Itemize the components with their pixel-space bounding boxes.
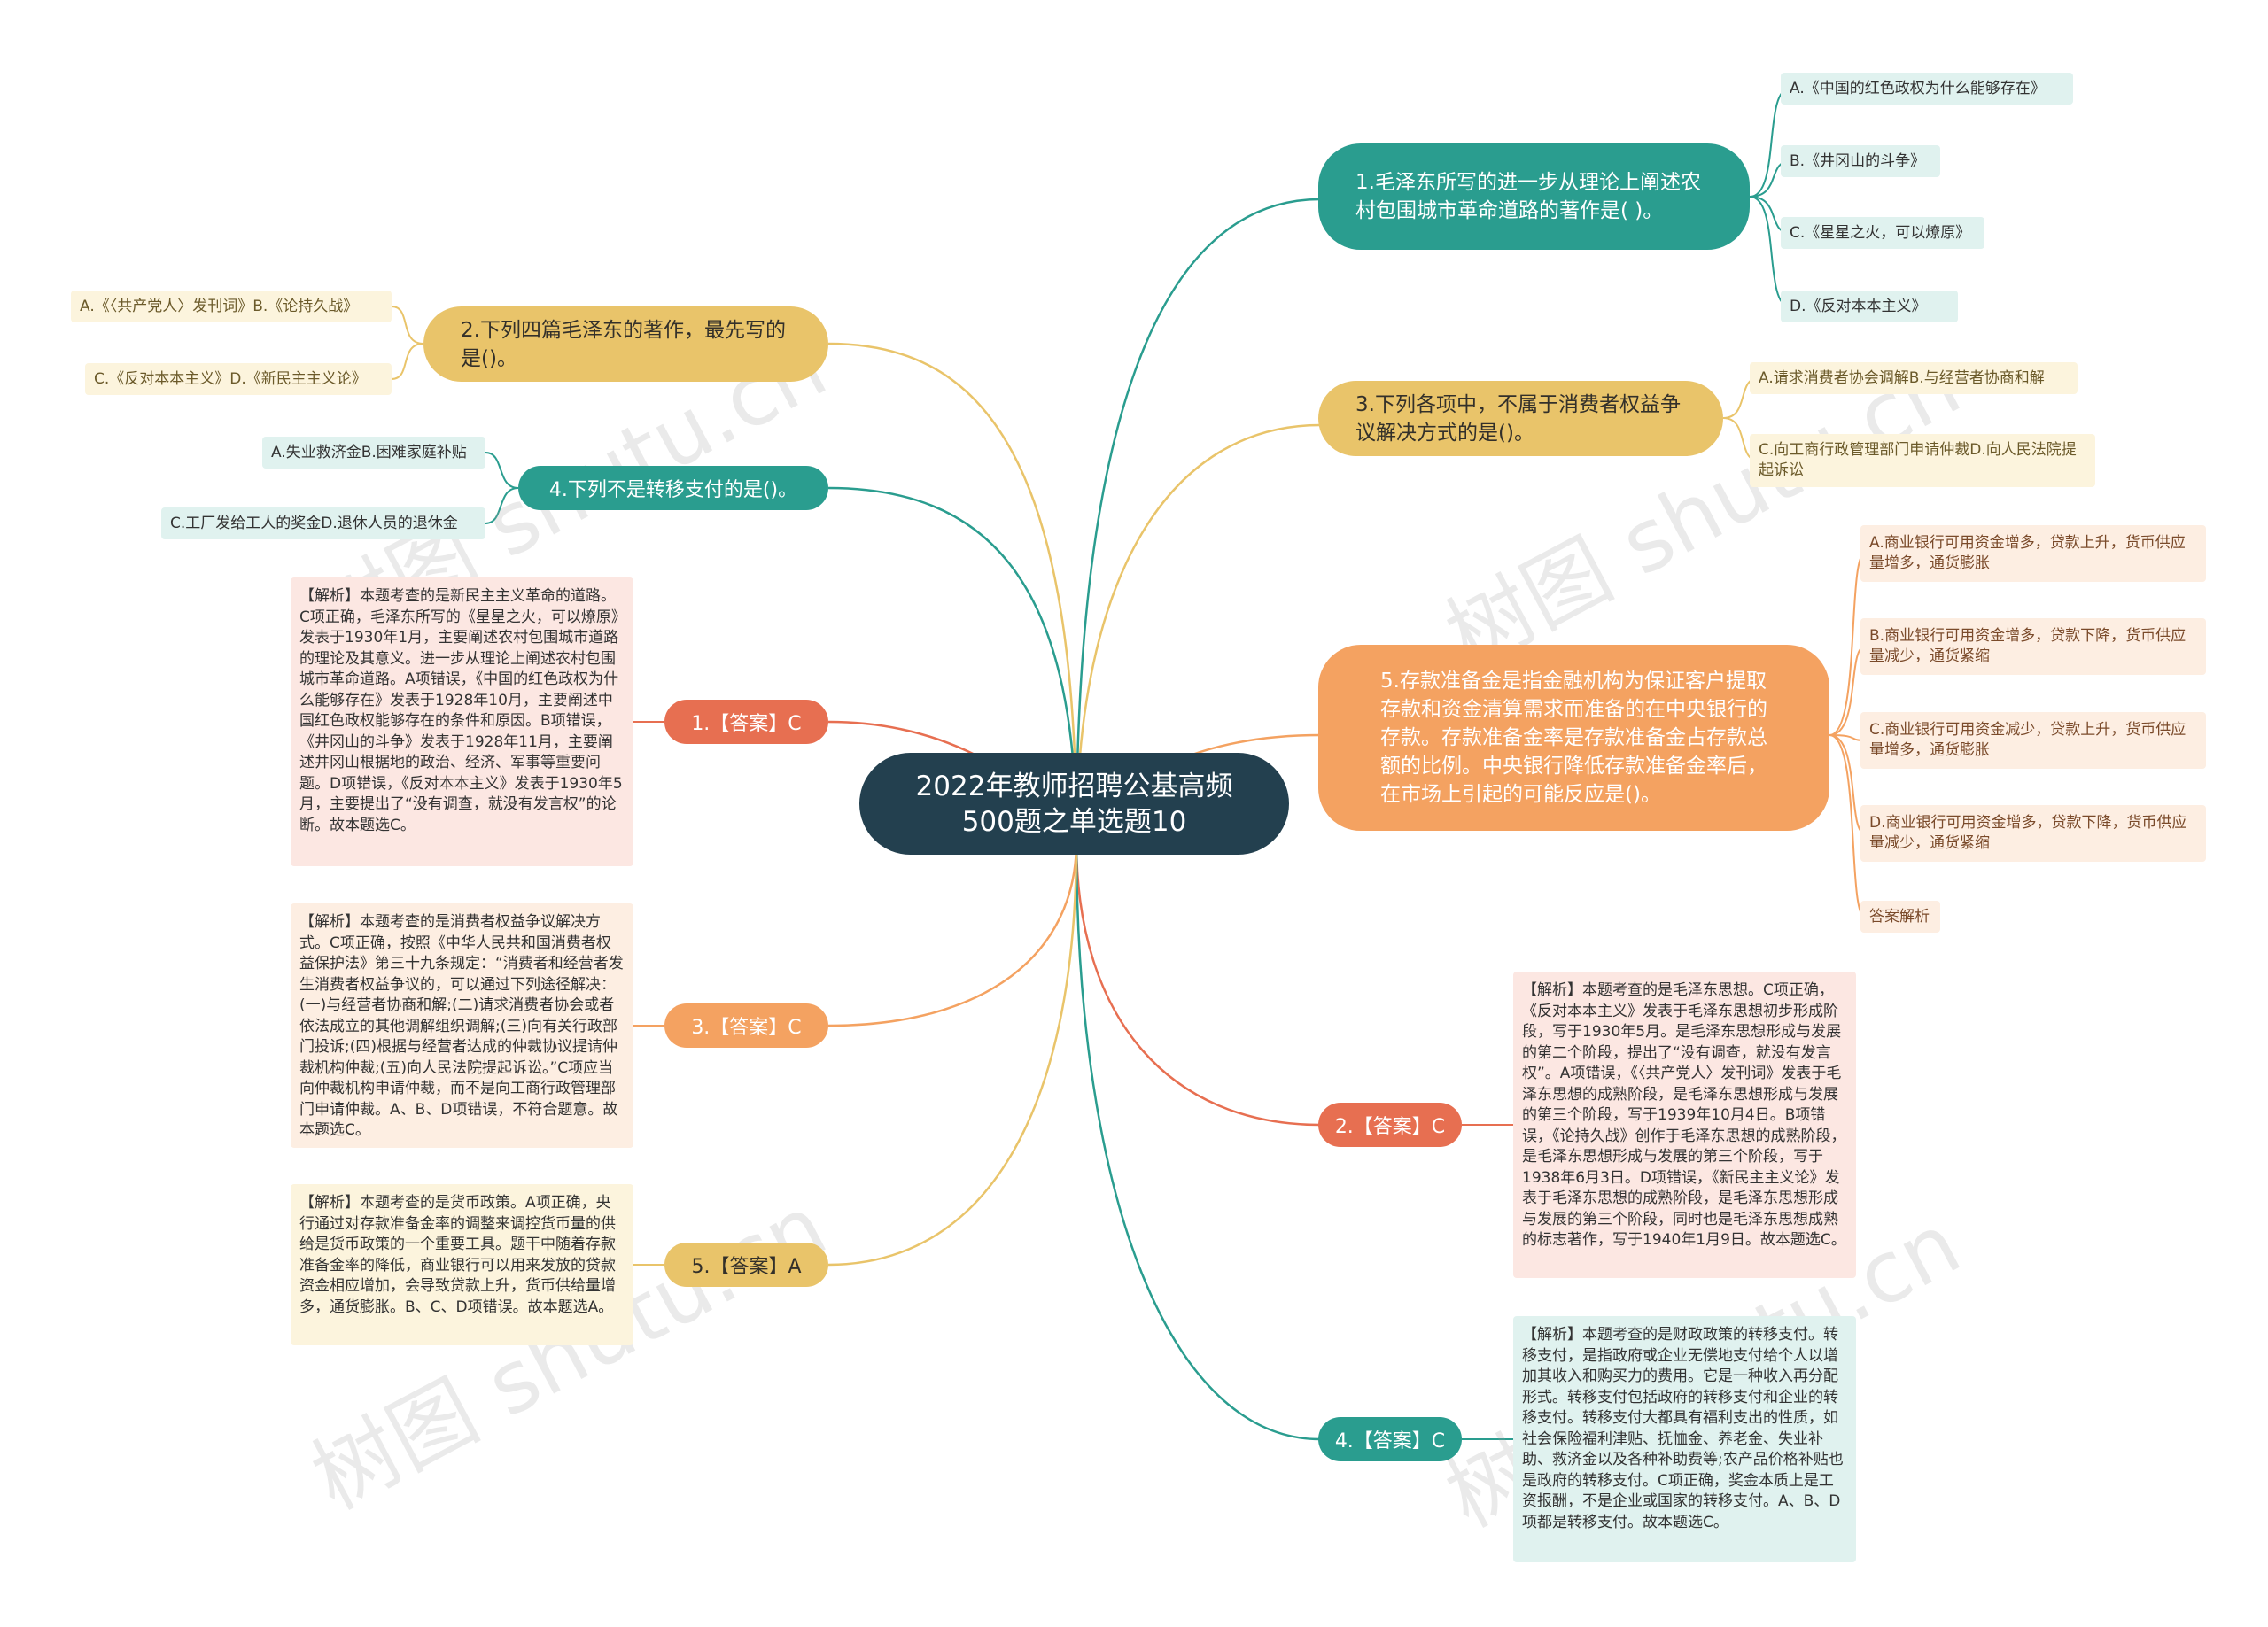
explanation-2: 【解析】本题考查的是毛泽东思想。C项正确，《反对本本主义》发表于毛泽东思想初步形… xyxy=(1513,972,1856,1278)
topic-q1[interactable]: 1.毛泽东所写的进一步从理论上阐述农村包围城市革命道路的著作是( )。 xyxy=(1318,143,1750,250)
answer-3[interactable]: 3.【答案】C xyxy=(664,1003,828,1048)
answer-5[interactable]: 5.【答案】A xyxy=(664,1243,828,1287)
topic-q3[interactable]: 3.下列各项中，不属于消费者权益争议解决方式的是()。 xyxy=(1318,381,1723,456)
link-a4 xyxy=(1075,841,1321,1441)
link-q2 xyxy=(827,342,1078,842)
explanation-1: 【解析】本题考查的是新民主主义革命的道路。C项正确，毛泽东所写的《星星之火，可以… xyxy=(291,577,633,866)
option-q5-b[interactable]: B.商业银行可用资金增多，贷款下降，货币供应量减少，通货紧缩 xyxy=(1860,618,2206,675)
option-q2-ab[interactable]: A.《〈共产党人〉发刊词》B.《论持久战》 xyxy=(71,291,392,322)
option-q5-c[interactable]: C.商业银行可用资金减少，贷款上升，货币供应量增多，通货膨胀 xyxy=(1860,712,2206,769)
central-topic[interactable]: 2022年教师招聘公基高频 500题之单选题10 xyxy=(859,753,1289,855)
option-q5-a[interactable]: A.商业银行可用资金增多，贷款上升，货币供应量增多，通货膨胀 xyxy=(1860,525,2206,582)
link-a3 xyxy=(827,841,1078,1027)
option-q1-d[interactable]: D.《反对本本主义》 xyxy=(1781,291,1958,322)
option-q5-d[interactable]: D.商业银行可用资金增多，贷款下降，货币供应量减少，通货紧缩 xyxy=(1860,805,2206,862)
option-q1-b[interactable]: B.《井冈山的斗争》 xyxy=(1781,145,1940,177)
answer-4[interactable]: 4.【答案】C xyxy=(1318,1417,1462,1461)
option-q1-a[interactable]: A.《中国的红色政权为什么能够存在》 xyxy=(1781,73,2073,105)
answer-2[interactable]: 2.【答案】C xyxy=(1318,1103,1462,1147)
option-q4-ab[interactable]: A.失业救济金B.困难家庭补贴 xyxy=(262,437,485,469)
topic-q4[interactable]: 4.下列不是转移支付的是()。 xyxy=(518,466,828,510)
link-a2 xyxy=(1075,841,1321,1127)
topic-q2[interactable]: 2.下列四篇毛泽东的著作，最先写的是()。 xyxy=(423,306,828,382)
option-q2-cd[interactable]: C.《反对本本主义》D.《新民主主义论》 xyxy=(85,363,392,395)
option-q3-cd[interactable]: C.向工商行政管理部门申请仲裁D.向人民法院提起诉讼 xyxy=(1750,434,2095,487)
option-q1-c[interactable]: C.《星星之火，可以燎原》 xyxy=(1781,217,1984,249)
answer-1[interactable]: 1.【答案】C xyxy=(664,700,828,744)
link-q1 xyxy=(1075,198,1321,842)
option-q4-cd[interactable]: C.工厂发给工人的奖金D.退休人员的退休金 xyxy=(161,507,485,539)
topic-q5[interactable]: 5.存款准备金是指金融机构为保证客户提取存款和资金清算需求而准备的在中央银行的存… xyxy=(1318,645,1829,831)
option-q3-ab[interactable]: A.请求消费者协会调解B.与经营者协商和解 xyxy=(1750,362,2078,394)
answer-explanation-link[interactable]: 答案解析 xyxy=(1860,901,1940,933)
explanation-4: 【解析】本题考查的是财政政策的转移支付。转移支付，是指政府或企业无偿地支付给个人… xyxy=(1513,1316,1856,1562)
explanation-5: 【解析】本题考查的是货币政策。A项正确，央行通过对存款准备金率的调整来调控货币量… xyxy=(291,1184,633,1345)
link-q3 xyxy=(1075,423,1321,842)
link-a5 xyxy=(827,841,1078,1267)
link-q4 xyxy=(827,486,1078,842)
explanation-3: 【解析】本题考查的是消费者权益争议解决方式。C项正确，按照《中华人民共和国消费者… xyxy=(291,903,633,1148)
